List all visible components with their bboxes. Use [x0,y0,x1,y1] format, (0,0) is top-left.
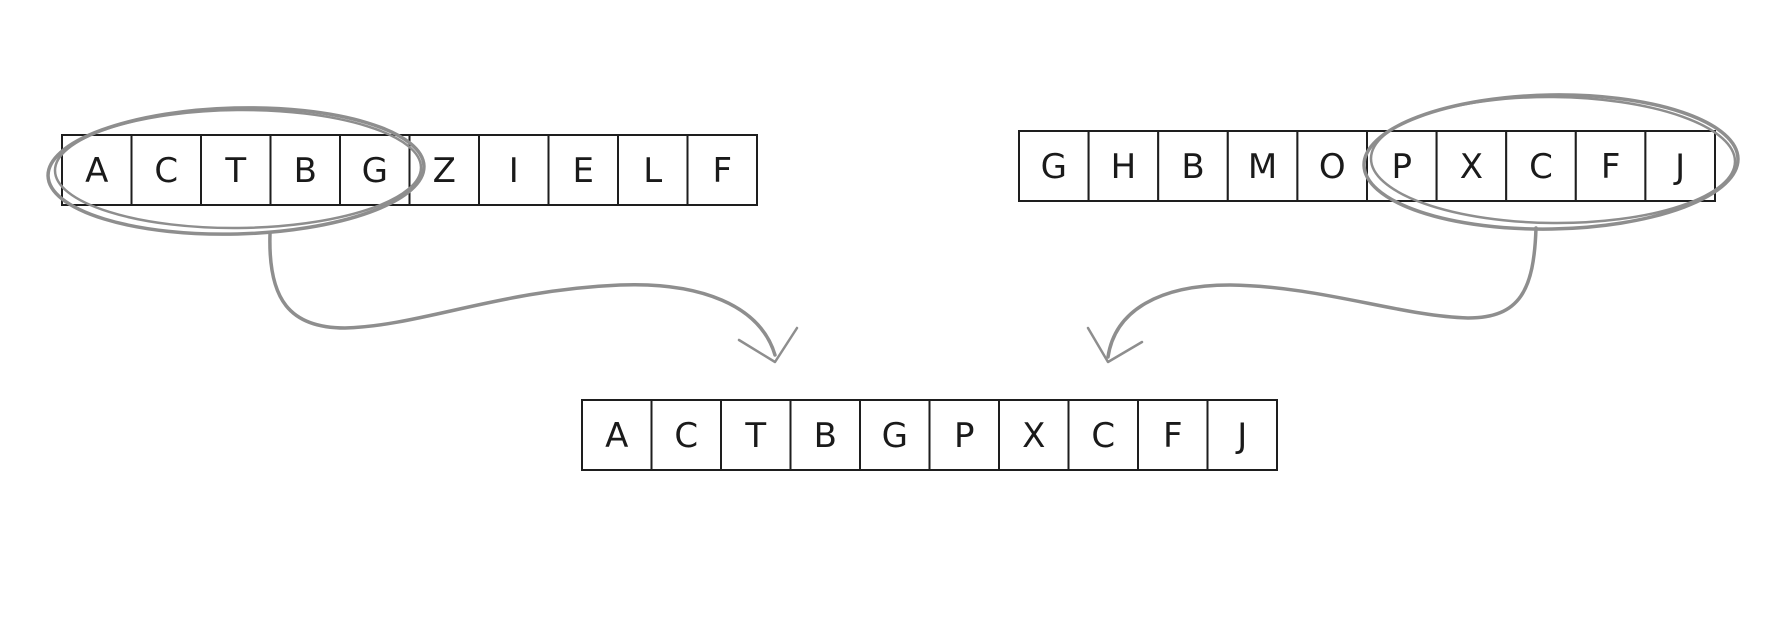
cell-box [617,134,689,206]
cell-letter: A [85,151,108,191]
parent-right-cell: O [1296,130,1369,202]
offspring-cell: T [720,399,792,471]
parent-right-cell: G [1018,130,1090,202]
parent-right-cell: H [1087,130,1160,202]
parent-left-cell: B [269,134,341,206]
offspring-cell: A [581,399,653,471]
cell-letter: C [154,151,178,191]
parent-left-cell: L [617,134,689,206]
cell-box [1574,130,1647,202]
cell-box [1067,399,1139,471]
offspring-cell: G [859,399,931,471]
left-selection-ellipse [46,106,426,236]
parent-left-cell: Z [408,134,480,206]
parent-left-cell: F [686,134,758,206]
cell-box [130,134,202,206]
cell-letter: X [1460,147,1483,187]
parent-left-cell: A [61,134,133,206]
cell-letter: M [1248,147,1277,187]
cell-box [928,399,1000,471]
cell-box [1087,130,1160,202]
right-crossover-arrow [1086,226,1538,364]
cell-box [1296,130,1369,202]
cell-letter: J [1673,147,1685,187]
left-crossover-arrow [268,232,799,364]
cell-letter: F [712,151,732,191]
cell-letter: B [814,416,837,456]
offspring-cell: C [1067,399,1139,471]
parent-left-cell: I [478,134,550,206]
parent-left-cell: T [200,134,272,206]
parent-right-cell: M [1226,130,1299,202]
right-selection-ellipse [1362,93,1740,231]
cell-letter: E [573,151,594,191]
cell-letter: F [1163,416,1183,456]
cell-letter: B [294,151,317,191]
parent-right-cell: X [1435,130,1508,202]
cell-letter: A [605,416,628,456]
cell-letter: G [882,416,908,456]
cell-letter: O [1319,147,1346,187]
offspring-cell: P [928,399,1000,471]
cell-letter: C [1091,416,1115,456]
parent-right-cell: J [1644,130,1717,202]
cell-box [339,134,411,206]
cell-box [1018,130,1090,202]
cell-box [1157,130,1229,202]
offspring-cell: B [789,399,861,471]
cell-box [200,134,272,206]
cell-letter: T [224,151,246,191]
cell-letter: C [1529,147,1553,187]
cell-letter: P [954,416,975,456]
offspring-cell: F [1137,399,1209,471]
cell-box [1206,399,1278,471]
cell-box [1226,130,1299,202]
parent-left-cell: G [339,134,411,206]
cell-box [1644,130,1717,202]
parent-left-cell: C [130,134,202,206]
parent-right-cell: B [1157,130,1229,202]
cell-letter: G [1041,147,1067,187]
cell-box [650,399,722,471]
cell-letter: G [362,151,388,191]
cell-box [720,399,792,471]
cell-letter: J [1235,416,1247,456]
offspring-cell: J [1206,399,1278,471]
parent-left-cell: E [547,134,619,206]
cell-letter: I [509,151,519,191]
cell-box [61,134,133,206]
parent-right-cell: F [1574,130,1647,202]
cell-box [789,399,861,471]
cell-box [686,134,758,206]
cell-letter: H [1111,147,1137,187]
cell-letter: L [643,151,662,191]
cell-box [547,134,619,206]
offspring-cell: C [650,399,722,471]
parent-right-cell: C [1505,130,1577,202]
cell-letter: P [1392,147,1413,187]
cell-letter: X [1022,416,1045,456]
offspring-cell: X [998,399,1070,471]
cell-letter: F [1601,147,1621,187]
cell-box [859,399,931,471]
cell-letter: T [744,416,766,456]
cell-box [1435,130,1508,202]
cell-letter: B [1181,147,1204,187]
cell-letter: Z [433,151,456,191]
cell-letter: C [674,416,698,456]
